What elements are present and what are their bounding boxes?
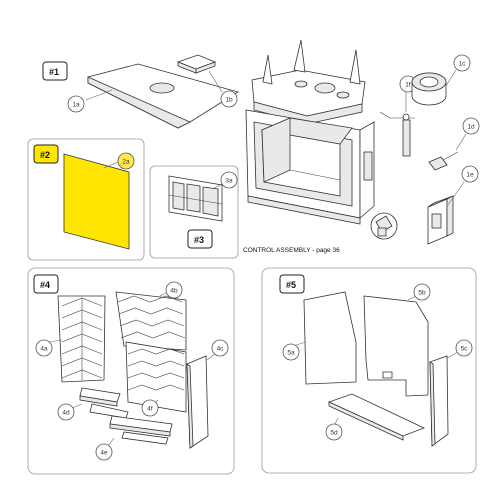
callout-4a[interactable]: [35, 339, 53, 357]
part-4e-rail: [109, 415, 173, 445]
group-4: #4 4a 4b 4f 4c: [27, 267, 235, 475]
callout-1d[interactable]: [462, 117, 480, 135]
part-3a-grate: [168, 175, 223, 222]
callout-4e[interactable]: [95, 443, 113, 461]
callout-1e[interactable]: [461, 165, 479, 183]
svg-text:2a: 2a: [122, 159, 130, 166]
svg-text:1c: 1c: [459, 61, 467, 68]
part-firebox: [245, 39, 375, 225]
svg-text:1a: 1a: [72, 102, 80, 109]
svg-text:5c: 5c: [461, 346, 469, 353]
group-3-panel: [149, 165, 239, 259]
callout-4f[interactable]: [141, 399, 159, 417]
svg-text:1d: 1d: [467, 124, 475, 131]
svg-text:1f: 1f: [405, 82, 411, 89]
part-1e-control-box: [427, 195, 454, 245]
group-1-label: #1: [49, 67, 59, 77]
group-3-label: #3: [194, 235, 204, 245]
part-4f-lower-panel: [125, 341, 187, 413]
svg-text:4f: 4f: [147, 406, 153, 413]
callout-3a[interactable]: [220, 171, 238, 189]
svg-text:3a: 3a: [225, 178, 233, 185]
svg-text:5b: 5b: [418, 290, 426, 297]
callout-1b[interactable]: [220, 90, 238, 108]
group-3: 3a #3: [149, 165, 239, 259]
svg-text:5d: 5d: [330, 430, 338, 437]
group-4-panel: [27, 267, 235, 475]
callout-4d[interactable]: [57, 403, 75, 421]
part-4d-rail: [79, 387, 129, 419]
callout-5a[interactable]: [282, 343, 300, 361]
group-3-tag: [187, 229, 213, 249]
group-2-label: #2: [40, 150, 50, 160]
part-5a-left-panel: [303, 291, 357, 385]
group-2-panel: [27, 138, 145, 261]
group-1: #1 1a 1b: [42, 39, 480, 254]
group-5-tag: [279, 274, 305, 294]
callout-4b[interactable]: [165, 281, 183, 299]
control-assembly-caption: CONTROL ASSEMBLY - page 36: [243, 247, 340, 254]
part-1c-collar: [411, 72, 447, 106]
part-1b-cover: [176, 54, 217, 74]
group-4-tag: [33, 274, 59, 294]
callout-1a[interactable]: [67, 95, 85, 113]
part-5b-back-panel: [363, 295, 429, 397]
svg-text:5a: 5a: [287, 350, 295, 357]
group-5-panel: [261, 267, 477, 474]
group-4-label: #4: [40, 280, 50, 290]
part-1f-valve: [379, 111, 415, 157]
group-5-label: #5: [286, 280, 296, 290]
callout-1c[interactable]: [453, 54, 471, 72]
svg-text:4d: 4d: [62, 410, 70, 417]
group-5: #5 5a 5b 5c 5d: [261, 267, 477, 474]
part-5d-base: [327, 393, 426, 441]
svg-text:4e: 4e: [100, 450, 108, 457]
callout-5d[interactable]: [325, 423, 343, 441]
part-1d-switch: [428, 151, 459, 171]
svg-text:4a: 4a: [40, 346, 48, 353]
group-2-tag: [33, 144, 59, 164]
part-1a-top-plate: [87, 63, 239, 129]
callout-4c[interactable]: [211, 339, 229, 357]
svg-text:1e: 1e: [466, 172, 474, 179]
part-4a-left-panel: [57, 295, 106, 383]
callout-2a[interactable]: [117, 152, 135, 170]
svg-text:1b: 1b: [225, 97, 233, 104]
part-4c-side-panel: [186, 355, 209, 449]
part-5c-side-panel: [429, 355, 449, 447]
part-2a-panel[interactable]: [63, 153, 130, 250]
svg-text:4b: 4b: [170, 288, 178, 295]
part-control-assembly: [370, 212, 398, 240]
callout-5b[interactable]: [413, 283, 431, 301]
group-1-tag: [42, 61, 68, 81]
group-2: #2 2a: [27, 138, 145, 261]
part-4b-back-panel: [115, 291, 187, 351]
callout-5c[interactable]: [455, 339, 473, 357]
svg-text:4c: 4c: [217, 346, 225, 353]
